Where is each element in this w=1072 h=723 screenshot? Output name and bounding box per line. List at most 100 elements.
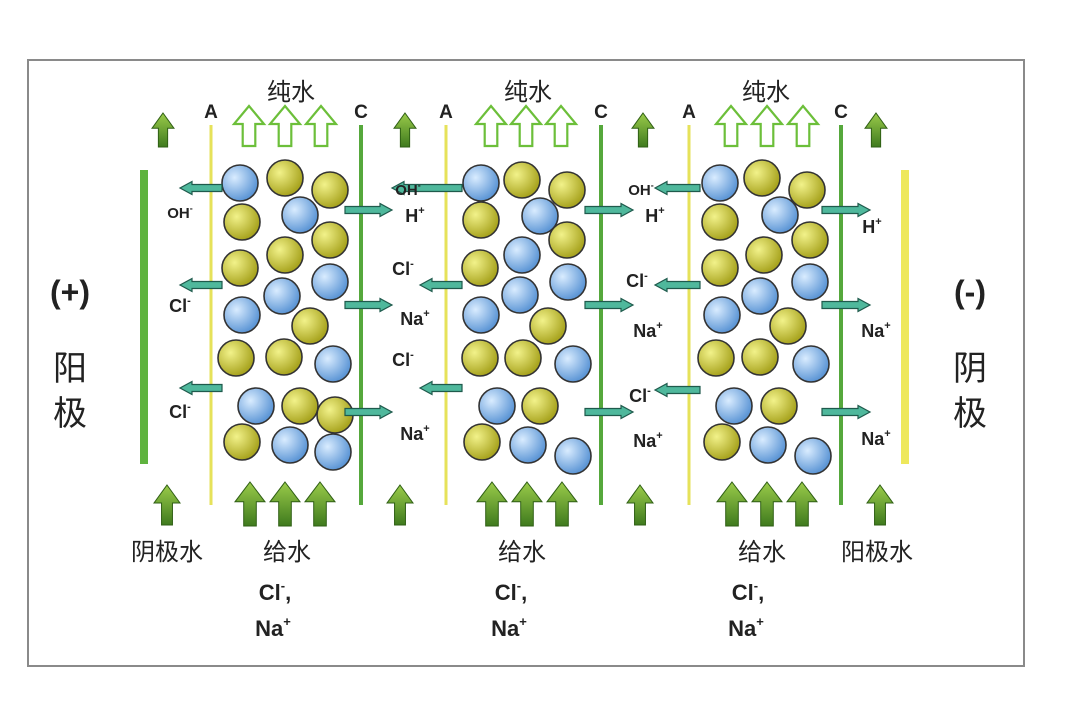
yellow-resin-bead — [521, 387, 559, 425]
anode-label-char2: 极 — [53, 395, 87, 433]
ion-label-na: Na+ — [861, 428, 890, 449]
ion-arrow-icon — [178, 380, 223, 396]
solid-up-arrow-icon — [303, 481, 337, 527]
ion-arrow-icon — [584, 202, 635, 218]
yellow-resin-bead — [223, 203, 261, 241]
yellow-resin-bead — [291, 307, 329, 345]
left-electrode-water-label: 阴极水 — [131, 539, 203, 566]
blue-resin-bead — [314, 433, 352, 471]
hollow-up-arrow-icon — [473, 104, 509, 148]
solid-up-arrow-icon — [785, 481, 819, 527]
solid-up-arrow-icon — [475, 481, 509, 527]
ion-arrow-icon — [821, 202, 872, 218]
anode-label-char1: 阳 — [53, 350, 87, 388]
blue-resin-bead — [794, 437, 832, 475]
feed-ions-2-line1: Cl-, — [495, 578, 527, 605]
cathode-plate — [901, 170, 909, 464]
ion-label-cl: Cl- — [392, 349, 414, 370]
ion-label-oh: OH- — [167, 203, 193, 222]
blue-resin-bead — [462, 296, 500, 334]
electrode-water-up-arrow-icon — [626, 484, 654, 526]
yellow-resin-bead — [745, 236, 783, 274]
ion-arrow-icon — [390, 180, 463, 196]
blue-resin-bead — [509, 426, 547, 464]
membrane-label-c-3: C — [834, 102, 848, 123]
solid-up-arrow-icon — [268, 481, 302, 527]
cation-membrane-3 — [839, 125, 843, 505]
feed-ions-1-line1: Cl-, — [259, 578, 291, 605]
electrode-water-up-arrow-icon — [153, 484, 181, 526]
hollow-up-arrow-icon — [508, 104, 544, 148]
blue-resin-bead — [263, 277, 301, 315]
blue-resin-bead — [703, 296, 741, 334]
blue-resin-bead — [223, 296, 261, 334]
ion-label-na: Na+ — [400, 308, 429, 329]
blue-resin-bead — [549, 263, 587, 301]
membrane-label-a-2: A — [439, 102, 453, 123]
yellow-resin-bead — [461, 339, 499, 377]
yellow-resin-bead — [266, 159, 304, 197]
yellow-resin-bead — [743, 159, 781, 197]
blue-resin-bead — [741, 277, 779, 315]
yellow-resin-bead — [463, 423, 501, 461]
pure-water-label-3: 纯水 — [742, 79, 790, 106]
solid-up-arrow-icon — [750, 481, 784, 527]
blue-resin-bead — [271, 426, 309, 464]
membrane-label-c-1: C — [354, 102, 368, 123]
feed-water-label-1: 给水 — [263, 539, 311, 566]
ion-arrow-icon — [344, 202, 394, 218]
yellow-resin-bead — [548, 171, 586, 209]
yellow-resin-bead — [461, 249, 499, 287]
anion-membrane-3 — [687, 125, 691, 505]
anion-membrane-1 — [209, 125, 213, 505]
solid-up-arrow-icon — [510, 481, 544, 527]
yellow-resin-bead — [741, 338, 779, 376]
feed-ions-3-line1: Cl-, — [732, 578, 764, 605]
electrode-water-up-arrow-icon — [866, 484, 894, 526]
blue-resin-bead — [311, 263, 349, 301]
hollow-up-arrow-icon — [785, 104, 821, 148]
ion-label-na: Na+ — [633, 320, 662, 341]
hollow-up-arrow-icon — [543, 104, 579, 148]
yellow-resin-bead — [217, 339, 255, 377]
hollow-up-arrow-icon — [267, 104, 303, 148]
ion-label-h: H+ — [862, 216, 881, 237]
blue-resin-bead — [503, 236, 541, 274]
blue-resin-bead — [281, 196, 319, 234]
electrode-water-up-arrow-icon — [631, 112, 655, 148]
ion-arrow-icon — [584, 297, 635, 313]
pure-water-label-1: 纯水 — [267, 79, 315, 106]
ion-label-cl: Cl- — [169, 295, 191, 316]
yellow-resin-bead — [697, 339, 735, 377]
yellow-resin-bead — [769, 307, 807, 345]
pure-water-label-2: 纯水 — [504, 79, 552, 106]
blue-resin-bead — [749, 426, 787, 464]
right-electrode-water-label: 阳极水 — [841, 539, 913, 566]
yellow-resin-bead — [265, 338, 303, 376]
blue-resin-bead — [554, 437, 592, 475]
yellow-resin-bead — [311, 171, 349, 209]
yellow-resin-bead — [548, 221, 586, 259]
electrode-water-up-arrow-icon — [864, 112, 888, 148]
hollow-up-arrow-icon — [713, 104, 749, 148]
ion-arrow-icon — [821, 297, 872, 313]
blue-resin-bead — [462, 164, 500, 202]
blue-resin-bead — [478, 387, 516, 425]
yellow-resin-bead — [266, 236, 304, 274]
yellow-resin-bead — [462, 201, 500, 239]
ion-arrow-icon — [584, 404, 635, 420]
yellow-resin-bead — [788, 171, 826, 209]
ion-arrow-icon — [344, 404, 394, 420]
ion-label-h: H+ — [405, 205, 424, 226]
blue-resin-bead — [792, 345, 830, 383]
ion-arrow-icon — [821, 404, 872, 420]
ion-arrow-icon — [344, 297, 394, 313]
yellow-resin-bead — [503, 161, 541, 199]
blue-resin-bead — [791, 263, 829, 301]
yellow-resin-bead — [223, 423, 261, 461]
feed-ions-1-line2: Na+ — [255, 614, 291, 641]
feed-ions-3-line2: Na+ — [728, 614, 764, 641]
blue-resin-bead — [501, 276, 539, 314]
electrode-water-up-arrow-icon — [386, 484, 414, 526]
